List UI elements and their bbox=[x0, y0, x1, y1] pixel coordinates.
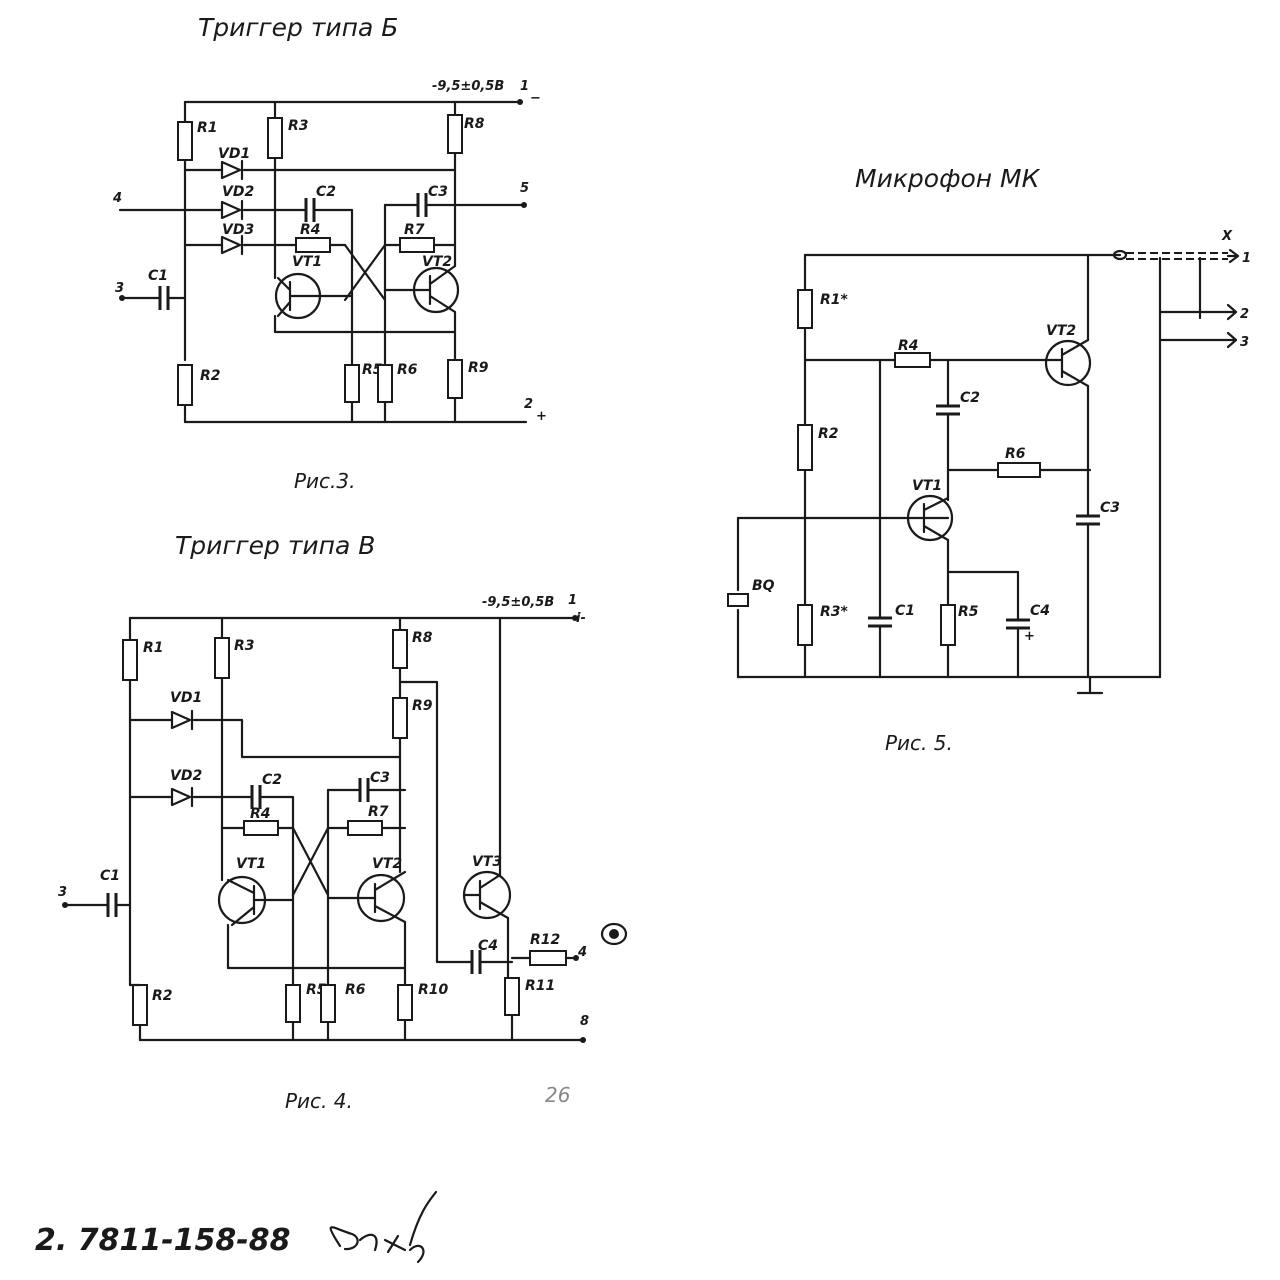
fig5-label-R5: R5 bbox=[958, 604, 979, 620]
fig3-terminal-5: 5 bbox=[520, 181, 529, 196]
fig4-label-C1: C1 bbox=[100, 868, 120, 884]
fig5-label-BQ: BQ bbox=[752, 578, 775, 594]
fig5-schematic: Микрофон МК Рис. 5. X 1 2 3 R1* R2 R3* B… bbox=[727, 164, 1251, 755]
fig4-label-R12: R12 bbox=[530, 932, 560, 948]
fig4-terminal-minus: i- bbox=[576, 611, 586, 626]
fig5-label-R6: R6 bbox=[1005, 446, 1026, 462]
fig5-terminal-plus: + bbox=[1024, 629, 1035, 644]
fig3-title: Триггер типа Б bbox=[198, 13, 398, 42]
fig5-label-R3: R3* bbox=[820, 604, 849, 620]
fig4-terminal-1: 1 bbox=[568, 593, 577, 608]
fig3-label-VD1: VD1 bbox=[218, 146, 250, 162]
fig4-label-R9: R9 bbox=[412, 698, 433, 714]
fig3-terminal-2: 2 bbox=[524, 397, 533, 412]
fig4-label-VT3: VT3 bbox=[472, 854, 502, 870]
fig3-label-R7: R7 bbox=[404, 222, 425, 238]
fig4-label-R7: R7 bbox=[368, 804, 389, 820]
fig4-schematic: Триггер типа В Рис. 4. 26 -9,5±0,5В 1 i-… bbox=[58, 531, 628, 1113]
fig4-caption: Рис. 4. bbox=[285, 1089, 353, 1113]
document-code: 2. 7811-158-88 bbox=[35, 1223, 290, 1258]
fig5-label-R1: R1* bbox=[820, 292, 849, 308]
fig3-terminal-3: 3 bbox=[115, 281, 124, 296]
fig3-label-R1: R1 bbox=[197, 120, 218, 136]
fig5-title: Микрофон МК bbox=[855, 164, 1041, 193]
fig3-supply-label: -9,5±0,5В bbox=[432, 79, 504, 94]
fig3-schematic: Триггер типа Б Рис.3. -9,5±0,5В 1 − 2 + … bbox=[112, 13, 547, 493]
fig4-label-VT1: VT1 bbox=[236, 856, 266, 872]
fig4-label-C3: C3 bbox=[370, 770, 390, 786]
fig3-caption: Рис.3. bbox=[294, 469, 356, 493]
page-number: 26 bbox=[545, 1083, 570, 1107]
fig3-label-R4: R4 bbox=[300, 222, 321, 238]
fig5-label-C2: C2 bbox=[960, 390, 980, 406]
fig5-label-VT2: VT2 bbox=[1046, 323, 1076, 339]
fig4-label-R11: R11 bbox=[525, 978, 555, 994]
fig4-label-R1: R1 bbox=[143, 640, 164, 656]
fig4-label-VT2: VT2 bbox=[372, 856, 402, 872]
fig4-revision-mark bbox=[600, 922, 628, 946]
fig5-caption: Рис. 5. bbox=[885, 731, 953, 755]
fig4-label-VD2: VD2 bbox=[170, 768, 202, 784]
fig4-label-R4: R4 bbox=[250, 806, 271, 822]
fig3-terminal-minus: − bbox=[530, 91, 541, 106]
fig5-terminal-3: 3 bbox=[1240, 335, 1249, 350]
fig4-label-C2: C2 bbox=[262, 772, 282, 788]
handwritten-signature bbox=[329, 1190, 438, 1264]
fig4-terminal-3: 3 bbox=[58, 885, 67, 900]
fig4-terminal-4: 4 bbox=[577, 945, 587, 960]
fig3-label-R8: R8 bbox=[464, 116, 485, 132]
fig4-label-R6: R6 bbox=[345, 982, 366, 998]
fig4-terminal-8: 8 bbox=[580, 1014, 589, 1029]
fig3-label-VD3: VD3 bbox=[222, 222, 254, 238]
fig3-label-R9: R9 bbox=[468, 360, 489, 376]
fig3-terminal-plus: + bbox=[536, 409, 547, 424]
fig5-label-VT1: VT1 bbox=[912, 478, 942, 494]
fig4-label-R2: R2 bbox=[152, 988, 173, 1004]
fig4-label-VD1: VD1 bbox=[170, 690, 202, 706]
fig4-label-R3: R3 bbox=[234, 638, 255, 654]
fig4-revision-mark-dot bbox=[609, 929, 619, 939]
fig5-connector-label: X bbox=[1221, 229, 1233, 244]
fig4-supply-label: -9,5±0,5В bbox=[482, 595, 554, 610]
fig5-terminal-1: 1 bbox=[1242, 251, 1251, 266]
fig3-label-C1: C1 bbox=[148, 268, 168, 284]
fig3-terminal-4: 4 bbox=[112, 191, 122, 206]
fig5-label-C3: C3 bbox=[1100, 500, 1120, 516]
fig3-label-VT2: VT2 bbox=[422, 254, 452, 270]
fig4-title: Триггер типа В bbox=[175, 531, 375, 560]
fig3-label-R6: R6 bbox=[397, 362, 418, 378]
fig5-label-R4: R4 bbox=[898, 338, 919, 354]
fig5-label-C4: C4 bbox=[1030, 603, 1050, 619]
fig3-label-R3: R3 bbox=[288, 118, 309, 134]
fig5-terminal-2: 2 bbox=[1240, 307, 1249, 322]
fig4-label-C4: C4 bbox=[478, 938, 498, 954]
fig3-label-VD2: VD2 bbox=[222, 184, 254, 200]
fig3-label-C3: C3 bbox=[428, 184, 448, 200]
fig3-label-C2: C2 bbox=[316, 184, 336, 200]
fig4-label-R10: R10 bbox=[418, 982, 449, 998]
footer-signature: 2. 7811-158-88 bbox=[35, 1190, 438, 1264]
fig5-label-C1: C1 bbox=[895, 603, 915, 619]
fig5-label-R2: R2 bbox=[818, 426, 839, 442]
fig3-label-VT1: VT1 bbox=[292, 254, 322, 270]
fig3-terminal-1: 1 bbox=[520, 79, 529, 94]
fig3-label-R2: R2 bbox=[200, 368, 221, 384]
fig4-label-R8: R8 bbox=[412, 630, 433, 646]
